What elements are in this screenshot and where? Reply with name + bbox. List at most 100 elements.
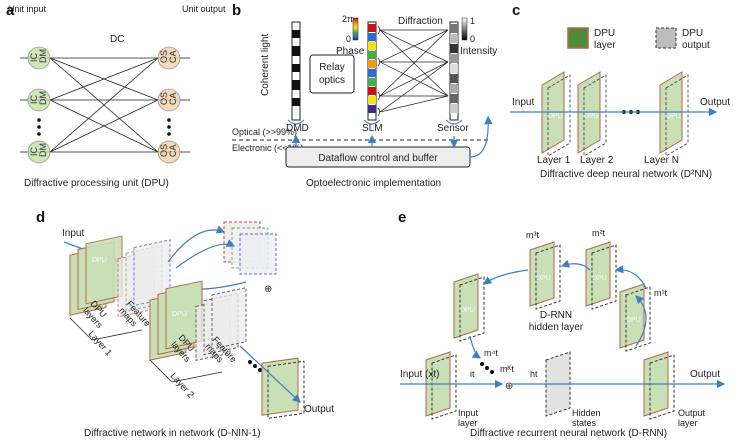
electronic-label: Electronic (<<1%) — [232, 143, 304, 153]
dataflow-label: Dataflow control and buffer — [318, 153, 438, 164]
c-output-label: Output — [700, 97, 730, 108]
unit-input-label: Unit input — [8, 4, 47, 14]
e-m4-label: m⁴t — [484, 348, 498, 358]
dataflow-arrows — [291, 115, 493, 158]
unit-output-text: Unit output — [182, 4, 226, 14]
dc-connections — [20, 57, 190, 153]
dmd-curve — [287, 119, 305, 125]
sensor-curve — [445, 119, 463, 125]
optical-label: Optical (>>99%) — [232, 127, 297, 137]
d-dots — [248, 360, 262, 372]
phase-max: 2π — [342, 14, 353, 24]
d2nn-layer-2: DPU — [577, 71, 607, 157]
d-output-label: Output — [304, 404, 334, 415]
node-dm-1: DM — [38, 49, 48, 63]
dpu-label-c1: DPU — [548, 113, 563, 120]
e-input-label: Input (xt) — [400, 369, 439, 380]
legend-dpu-output-swatch — [655, 27, 677, 49]
e-m3-label: m³t — [526, 230, 539, 240]
relay-optics-box — [309, 54, 355, 94]
legend-dpu-layer-swatch — [567, 27, 589, 49]
dpu-label-e2: DPU — [592, 275, 607, 282]
d2nn-layer-n: DPU — [659, 71, 689, 157]
panel-c: c DPU layer DPU output DPU DPU DPU Input… — [510, 2, 730, 180]
e-input-layer — [425, 351, 457, 420]
legend-dpu-output: DPU — [682, 28, 703, 39]
sensor-column — [449, 21, 459, 121]
slm-column — [367, 21, 377, 121]
e-hidden-dpu-left: DPU — [453, 273, 485, 342]
d-layer2-feature-maps — [195, 287, 247, 361]
panel-a: a Unit input Unit output DC IC — [6, 2, 226, 189]
node-ca-3: CA — [168, 144, 178, 157]
relay-optics-label-2: optics — [319, 75, 345, 86]
intensity-colorbar — [461, 17, 468, 41]
panel-letter-c: c — [512, 2, 520, 19]
phase-min: 0 — [346, 34, 351, 44]
e-hidden-dpu-topright: DPU — [585, 241, 617, 310]
dmd-label: DMD — [286, 123, 309, 134]
dpu-label-e4: DPU — [460, 307, 475, 314]
phase-label: Phase — [336, 46, 365, 57]
e-dots — [480, 362, 494, 374]
sensor-label: Sensor — [437, 123, 469, 134]
intensity-min: 0 — [470, 34, 475, 44]
relay-optics-label: Relay — [319, 62, 345, 73]
e-m2-label: m²t — [592, 228, 605, 238]
d-layer1-feature-maps — [117, 239, 171, 318]
d-input-label: Input — [62, 228, 84, 239]
node-os-3: OS — [159, 144, 169, 157]
node-dm-3: DM — [38, 143, 48, 157]
coherent-light-label: Coherent light — [260, 34, 271, 96]
legend-dpu-layer: DPU — [594, 28, 615, 39]
e-m1-label: m¹t — [654, 288, 667, 298]
diffraction-lines — [379, 29, 449, 113]
panel-d: d Input DPU ⊕ — [36, 209, 334, 439]
node-os-1: OS — [159, 50, 169, 63]
c-input-label: Input — [512, 97, 534, 108]
slm-curve — [363, 119, 381, 125]
d-layer1-dpu-stack: DPU — [69, 235, 123, 316]
dpu-label-d1: DPU — [92, 257, 107, 264]
d-layer2-dpu-stack: DPU — [149, 280, 203, 361]
slm-label: SLM — [362, 123, 383, 134]
unit-input-text: Unit input — [8, 4, 47, 14]
wavefront-arcs — [377, 25, 380, 117]
d2nn-layer-1: DPU — [541, 71, 571, 157]
e-ht-label: ht — [530, 369, 538, 379]
node-ca-2: CA — [168, 92, 178, 105]
d-layer2-brace — [149, 359, 223, 383]
d-plus-sign: ⊕ — [264, 284, 272, 295]
panel-b: b Coherent light DMD Relay optics 2π 0 P… — [232, 2, 497, 189]
diffraction-label: Diffraction — [398, 16, 443, 27]
ellipsis-dots — [37, 118, 171, 136]
d-output-dpu — [261, 357, 305, 419]
panel-letter-b: b — [232, 2, 241, 19]
panel-e: e DPU DPU DPU DPU m³t — [398, 209, 726, 439]
dc-label: DC — [110, 34, 124, 45]
node-ic-3: IC — [29, 146, 39, 156]
dpu-label-cn: DPU — [666, 113, 681, 120]
c-layer1-label: Layer 1 — [537, 155, 571, 166]
caption-b: Optoelectronic implementation — [306, 178, 441, 189]
caption-d: Diffractive network in network (D-NIN-1) — [84, 428, 261, 439]
e-hidden-dpu-top: DPU — [529, 241, 561, 310]
unit-output-label: Unit output — [182, 4, 226, 14]
legend-dpu-layer-2: layer — [594, 40, 616, 51]
d-top-feature-maps — [223, 221, 277, 275]
dpu-label-e3: DPU — [626, 317, 641, 324]
caption-a: Diffractive processing unit (DPU) — [24, 178, 169, 189]
caption-e: Diffractive recurrent neural network (D-… — [470, 428, 667, 439]
node-ic-1: IC — [29, 52, 39, 62]
e-output-layer — [643, 351, 675, 420]
d-layer1-brace — [69, 317, 143, 341]
d-layer1-label: Layer 1 — [87, 329, 115, 358]
node-ca-1: CA — [168, 50, 178, 63]
e-drnn-label: D-RNN — [540, 310, 572, 321]
c-layern-label: Layer N — [644, 155, 679, 166]
d-layer2-label: Layer 2 — [169, 371, 197, 400]
